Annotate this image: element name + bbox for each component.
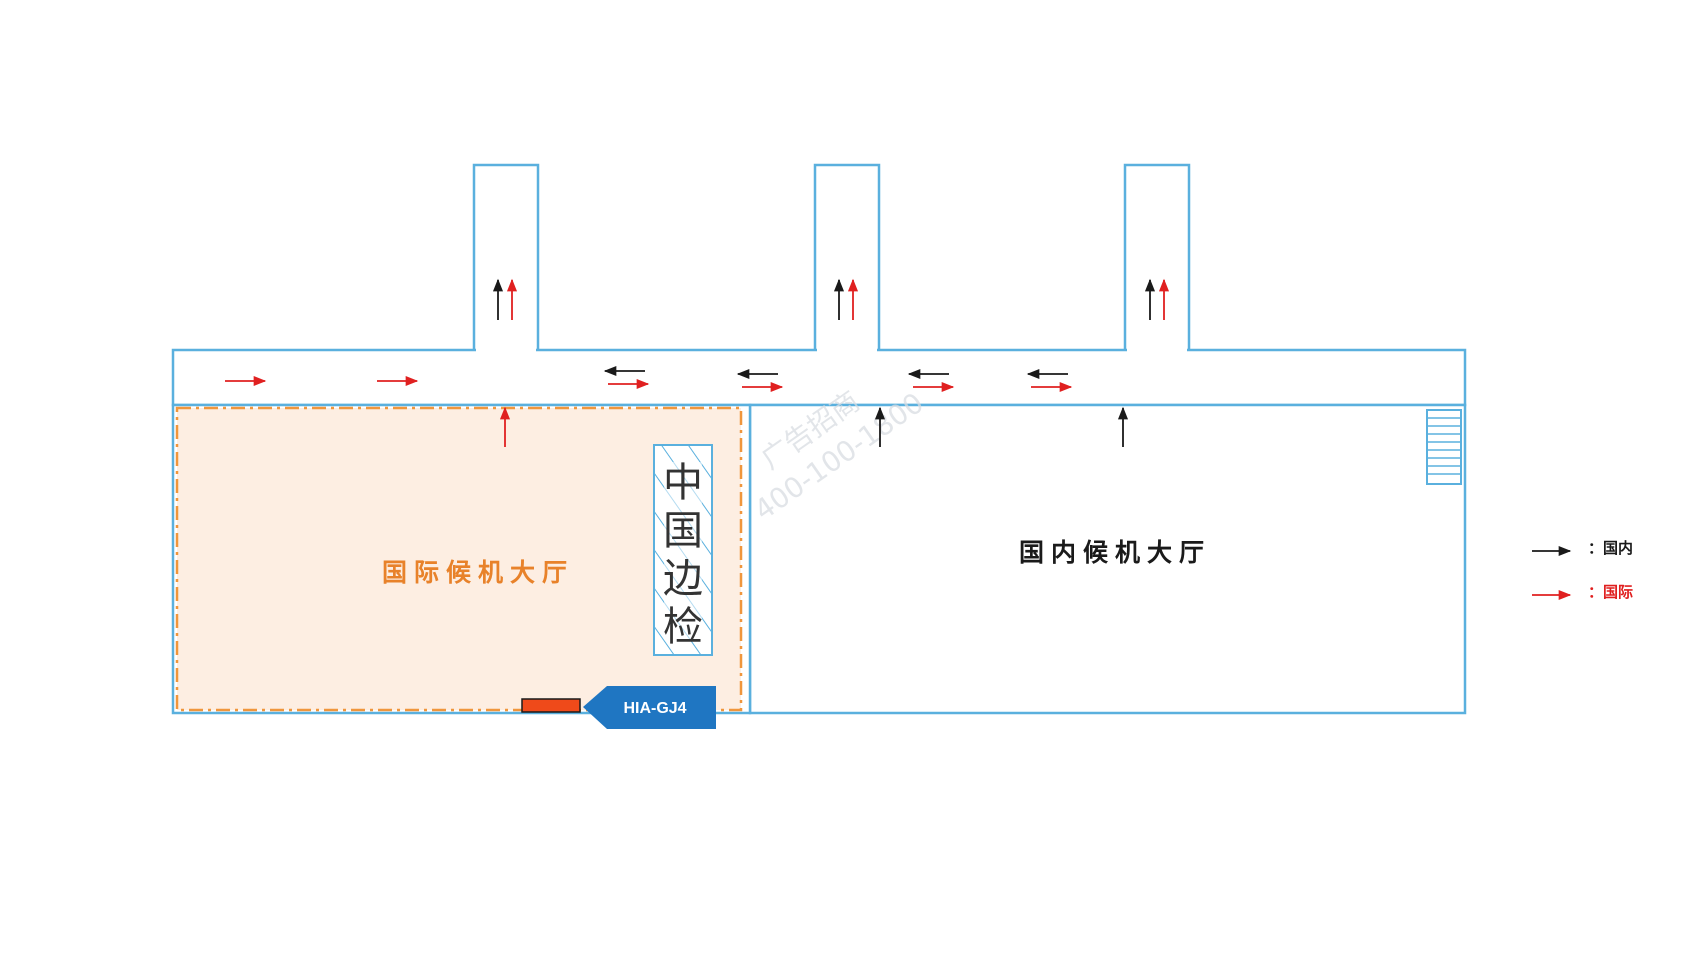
border-control-area: [653, 444, 713, 656]
international-hall-label: 国际候机大厅: [382, 558, 574, 587]
building-walls: [171, 163, 1467, 407]
ad-spot-badge[interactable]: HIA-GJ4: [583, 686, 716, 729]
legend-domestic-label: ：国内: [1588, 539, 1633, 557]
domestic-hall: [748, 403, 1467, 715]
gate-pier-3: [1123, 163, 1191, 357]
stairs-icon: [1426, 409, 1462, 485]
legend: ：国内 ：国际: [1532, 539, 1633, 601]
ad-spot-label: HIA-GJ4: [623, 700, 686, 717]
flow-arrows: [225, 278, 1170, 447]
border-control-char: 中: [663, 460, 703, 506]
domestic-hall-label: 国内候机大厅: [1019, 538, 1211, 567]
border-control-label: 中国边检: [663, 460, 703, 650]
border-control-char: 边: [663, 556, 703, 602]
main-corridor: [171, 348, 1467, 407]
ad-spot-marker: [521, 698, 581, 713]
gate-pier-2: [813, 163, 881, 357]
border-control-char: 检: [663, 604, 703, 650]
gate-pier-1: [472, 163, 540, 357]
border-control-char: 国: [663, 508, 703, 554]
legend-international-label: ：国际: [1588, 583, 1633, 601]
